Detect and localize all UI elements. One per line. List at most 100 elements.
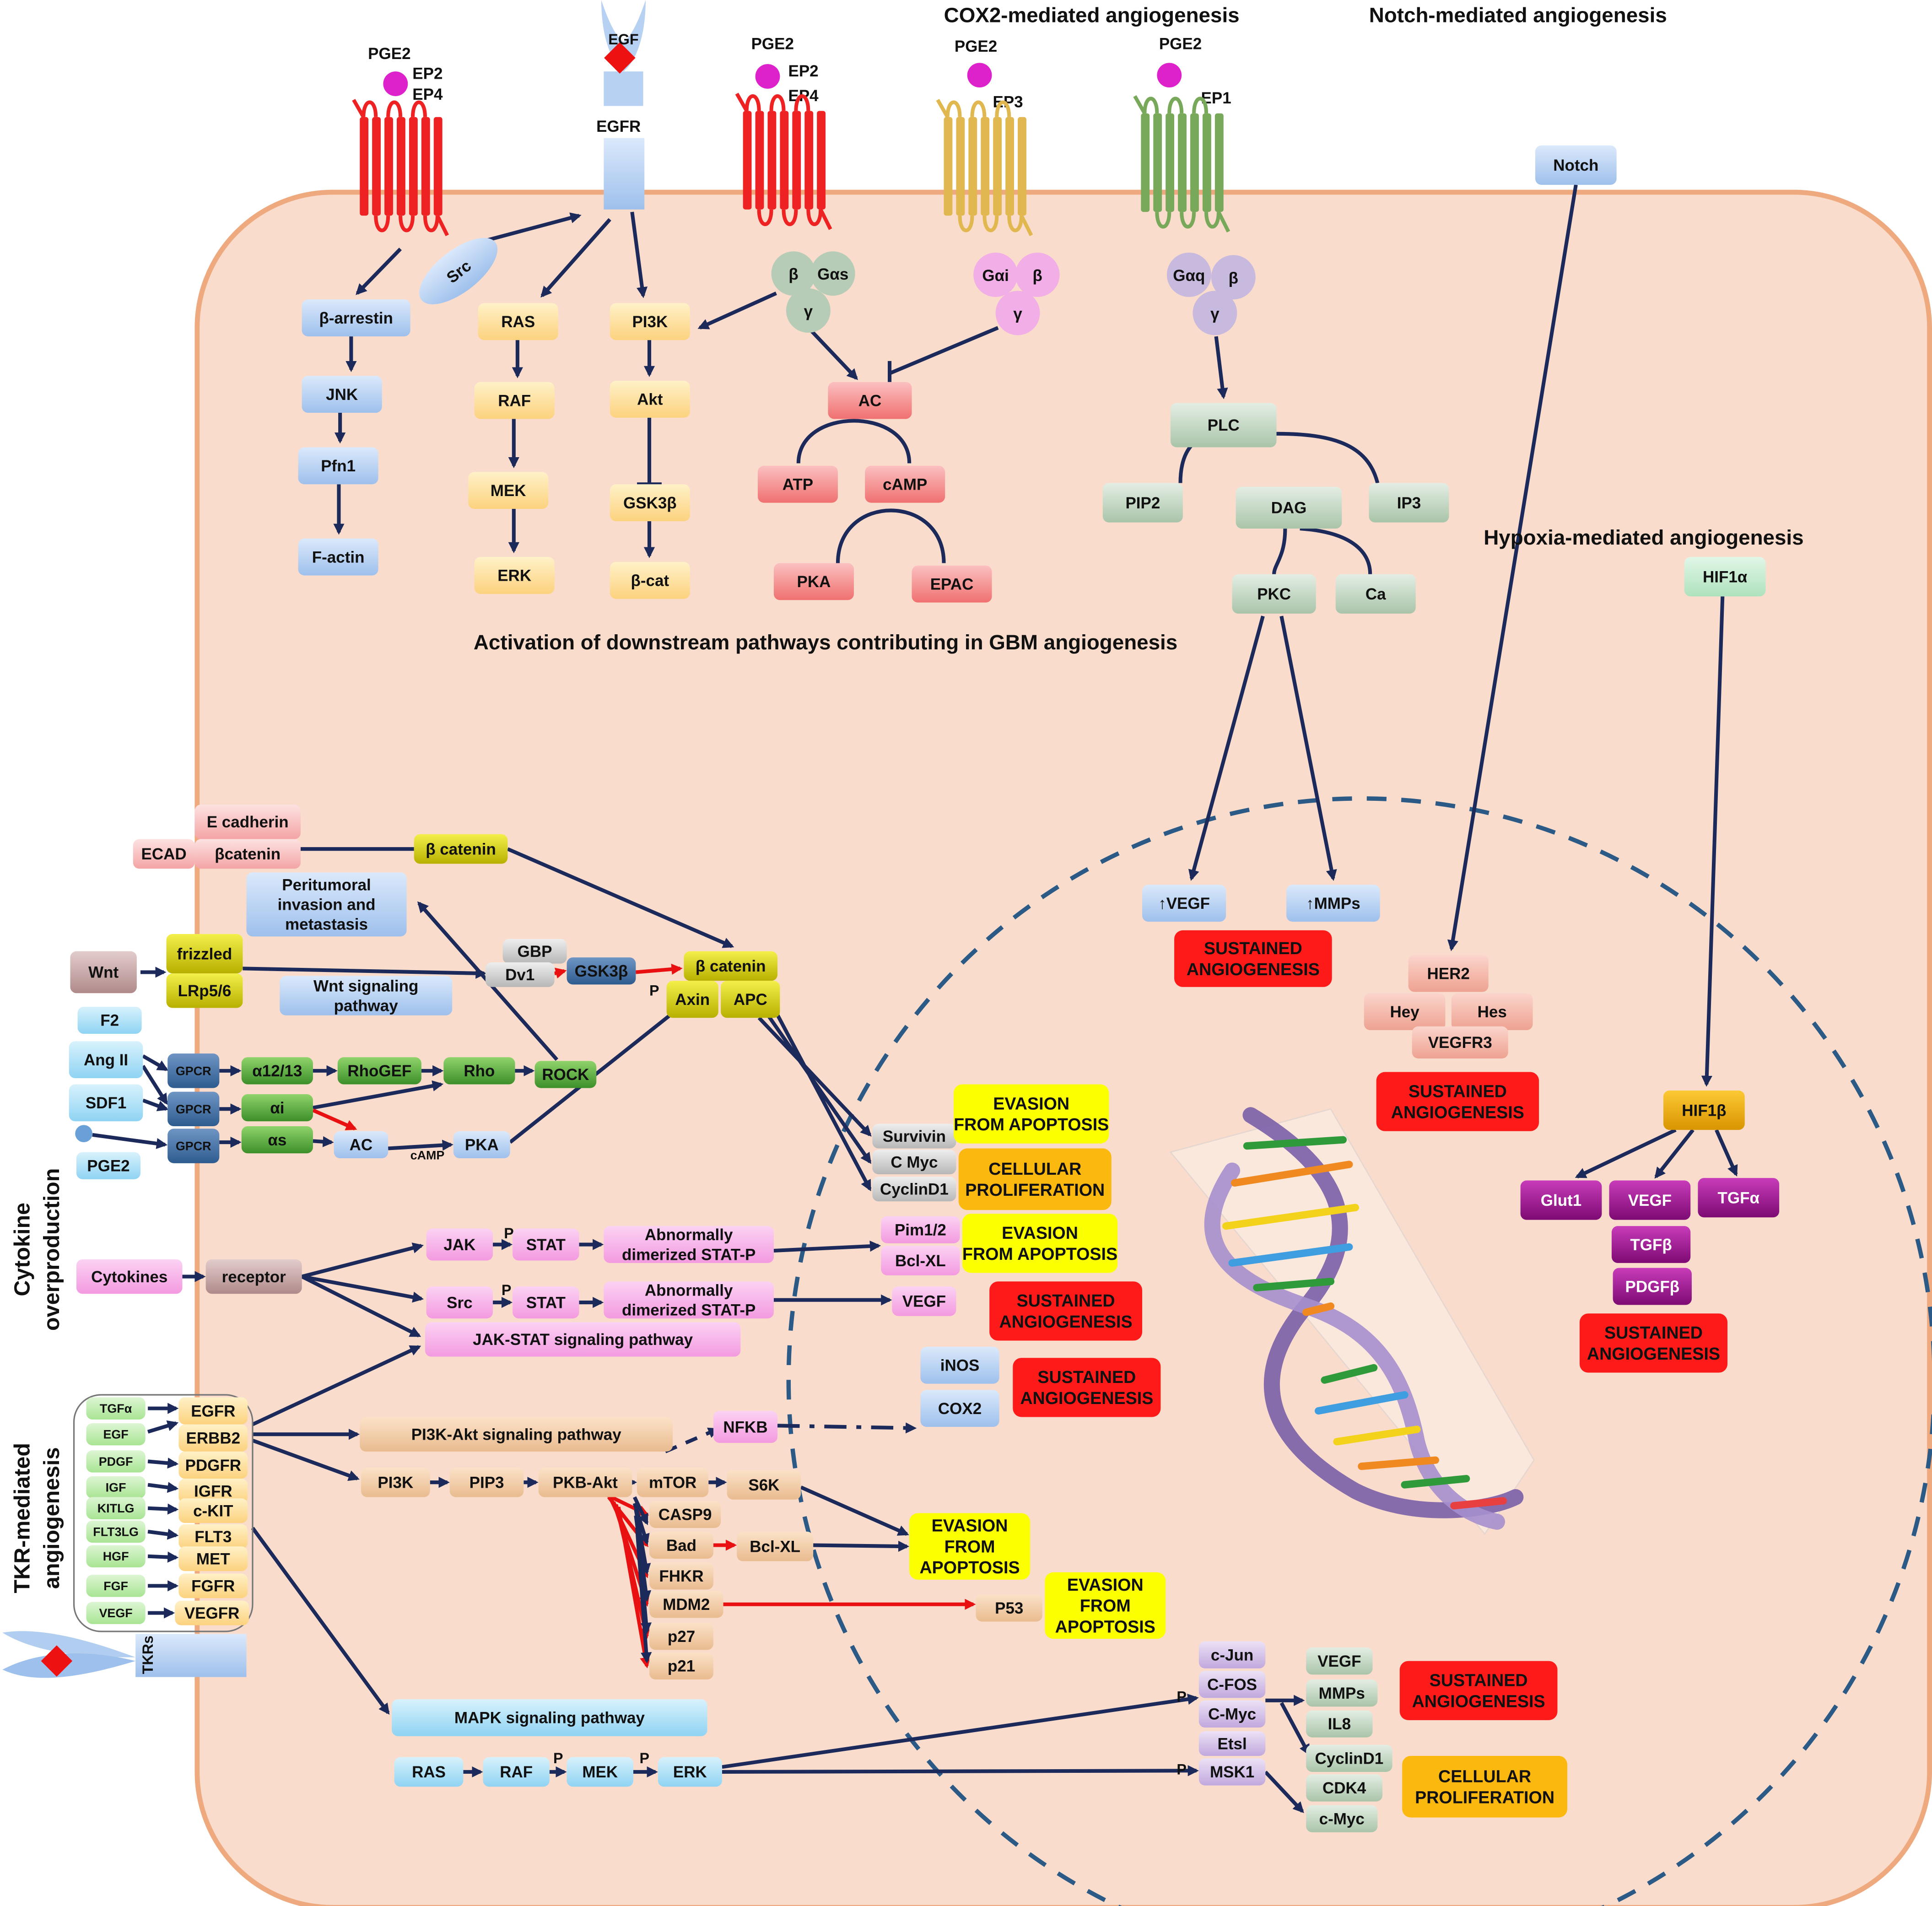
tgfb-node-label: TGFβ [1630,1236,1672,1254]
pge2-ligand-icon [967,63,992,88]
phospho-p-label: P [1176,1688,1187,1705]
vegf-h-node: VEGF [1609,1180,1691,1220]
pathway-arrow [809,329,858,380]
invasion-node-text-line: metastasis [285,916,368,934]
pathway-arrow [356,248,402,295]
pge2-label: PGE2 [955,38,997,55]
plc-node-label: PLC [1208,416,1240,434]
ecad-node: ECAD [133,839,195,869]
akt-node: Akt [610,381,690,418]
pka-w-node-label: PKA [465,1136,499,1154]
inos-node-label: iNOS [940,1357,980,1375]
cytokine-heading-line1: Cytokine [10,1203,35,1296]
cytokines-node: Cytokines [76,1259,183,1294]
erk-m-node: ERK [658,1757,722,1787]
pfn1-node: Pfn1 [298,447,378,485]
il8-node: IL8 [1306,1710,1373,1738]
casp9-node-label: CASP9 [658,1506,712,1523]
cyclind1-node: CyclinD1 [872,1177,956,1202]
pathway-arrow [722,1694,1199,1769]
rtk-7-node: FGFR [178,1573,248,1598]
pathway-arrow [630,211,648,298]
pathway-arrow [252,1345,421,1426]
gpcr-7tm-icon [936,99,1033,237]
pathway-arrow [142,1098,169,1112]
mdm2-node: MDM2 [649,1591,723,1618]
gpcr-2-node: GPCR [167,1091,220,1127]
galpha-s-label: Gαs [817,265,848,283]
bcatenin-ec-node: βcatenin [194,839,301,869]
tkrs-ligand-3-node-label: IGF [106,1480,126,1494]
hif1a-node: HIF1α [1684,557,1766,597]
hey-node-label: Hey [1390,1003,1419,1021]
mapk-path-node-label: MAPK signaling pathway [454,1709,645,1727]
phospho-labels: P P P P P P P [502,983,1187,1778]
pathway-arrow [313,1080,444,1110]
sdf1-node-label: SDF1 [86,1094,126,1112]
pge2-w-node-label: PGE2 [87,1157,130,1175]
ac-w-node: AC [334,1131,389,1159]
phospho-p-label: P [553,1750,563,1766]
cmyc-m2-node-label: c-Myc [1319,1810,1365,1828]
barrestin-node-label: β-arrestin [319,309,393,327]
bcat-node-label: β-cat [631,572,669,589]
pathway-arrow [251,1527,390,1715]
rtk-4-node-label: c-KIT [193,1502,233,1520]
survivin-node: Survivin [872,1123,956,1149]
egf-label: EGF [608,31,638,48]
cytokines-node-label: Cytokines [91,1268,167,1286]
ras-m-node-label: RAS [412,1763,446,1781]
pge2-ligand-icon [755,64,780,89]
raf-m-node-label: RAF [500,1763,533,1781]
evasion-from-apoptosis-4-text-line: FROM [1080,1596,1131,1615]
stat-1-node: STAT [513,1228,579,1261]
sustained-angiogenesis-3-text-line: SUSTAINED [1604,1323,1703,1342]
pathway-arrow [1279,616,1337,881]
tkr-ligand-group [73,1394,254,1632]
msk1-node: MSK1 [1198,1758,1266,1786]
rtk-3-node: IGFR [178,1479,248,1503]
pathway-nodes: β-arrestinJNKPfn1F-actinRASRAFMEKERKPI3K… [69,145,1780,1832]
hif1a-node-label: HIF1α [1703,568,1748,586]
ang2-node: Ang II [69,1041,143,1079]
tkrs-ligand-7-node-label: FGF [103,1579,128,1593]
tkr-heading-line2: angiogenesis [39,1447,64,1589]
bclxl-c-node: Bcl-XL [881,1246,960,1275]
src-c-node: Src [426,1286,493,1319]
evasion-from-apoptosis-2-text-line: FROM APOPTOSIS [962,1244,1117,1263]
gpcr-7tm-icon [1133,95,1230,233]
sdf1-node: SDF1 [69,1084,143,1122]
pim-node: Pim1/2 [881,1216,960,1243]
ep2-label: EP2 [788,62,818,80]
mmps-up-node-label: ↑MMPs [1306,895,1360,913]
bcat-w-node: β catenin [684,951,778,981]
pathway-arrow [92,1133,168,1149]
ep1-receptor: PGE2 EP1 [1133,35,1231,233]
pathway-arrow [1701,596,1725,1087]
pathway-arrow [507,847,734,948]
gpcr-2-node-label: GPCR [176,1102,211,1116]
bcat-node: β-cat [610,562,690,599]
galpha-i-label: Gαi [982,267,1009,285]
pathway-arrow [1279,1702,1311,1756]
gamma-subunit-label: γ [1210,305,1220,323]
il8-node-label: IL8 [1328,1715,1351,1733]
beta-subunit-label: β [788,265,798,283]
pathway-arrow [554,967,567,979]
rtk-6-node: MET [178,1546,248,1571]
tkrs-ligand-6-node: HGF [86,1545,146,1567]
evasion-from-apoptosis-3-text-line: EVASION [932,1516,1008,1535]
ac-w-node-label: AC [350,1136,373,1154]
src-c-node-label: Src [447,1294,472,1312]
rtk-0-node-label: EGFR [191,1402,235,1420]
tkrs-ligand-5-node: FLT3LG [86,1520,146,1543]
dna-helix-icon [1169,1107,1535,1535]
tkrs-ligand-8-node: VEGF [86,1602,146,1624]
epac-node: EPAC [912,565,992,603]
factin-node: F-actin [298,538,378,576]
beta-subunit-label: β [1032,267,1042,285]
